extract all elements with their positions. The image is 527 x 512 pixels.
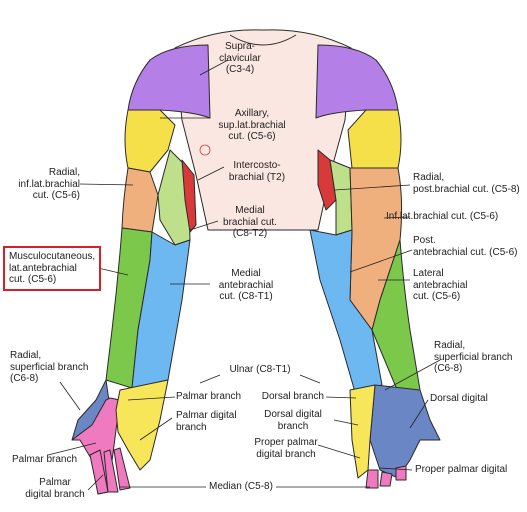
label-ulnar: Ulnar (C8-T1): [229, 364, 291, 375]
label-inf-lat-brachial-right: Inf.lat.brachial cut. (C5-6): [386, 211, 499, 222]
right-axillary-area: [347, 109, 402, 169]
label-ulnar-dorsal-branch: Dorsal branch: [261, 391, 324, 402]
leader-ulnar-palmar: [127, 396, 176, 401]
label-dorsal-digital: Dorsal digital: [430, 393, 488, 404]
label-intercostobrachial: Intercosto-brachial (T2): [228, 160, 286, 183]
right-median-finger-2: [379, 471, 393, 487]
right-ulnar-hand: [349, 384, 376, 479]
leader-ulnar-dorsal-digital: [333, 419, 359, 426]
label-ulnar-palmar-branch: Palmar branch: [176, 391, 242, 402]
left-finger-1: [89, 449, 109, 495]
leader-radial-sup-left: [59, 381, 81, 411]
ulnar-bracket-right: [299, 374, 321, 384]
leader-post-antebrachial: [349, 249, 413, 273]
leader-musculocutaneous: [97, 267, 129, 276]
leader-supraclavicular: [199, 59, 229, 76]
label-post-antebrachial: Post.antebrachial cut. (C5-6): [413, 235, 518, 258]
leader-proper-palmar-digital: [379, 467, 413, 471]
label-radial-post-brachial: Radial,post.brachial cut. (C5-8): [413, 172, 520, 195]
neck-outline: [229, 34, 297, 46]
left-ulnar-hand: [115, 379, 169, 471]
label-radial-superficial-left: Radial,superficial branch(C6-8): [10, 350, 89, 384]
leader-radial-inf-lat: [79, 183, 134, 186]
leader-ulnar-proper: [317, 444, 361, 459]
leader-medial-brachial: [189, 220, 219, 231]
leader-palmar-branch-left: [47, 442, 97, 456]
left-axillary-area: [124, 109, 176, 173]
right-supraclavicular-area: [315, 44, 399, 119]
ulnar-bracket-left: [199, 374, 221, 384]
label-proper-palmar-digital: Proper palmar digital: [415, 464, 508, 475]
left-radial-inf-lat-area: [121, 167, 159, 233]
label-supraclavicular: Supra-clavicular(C3-4): [219, 41, 261, 75]
label-palmar-branch-left: Palmar branch: [12, 454, 78, 465]
left-finger-2: [103, 449, 119, 493]
leader-inf-lat-brachial-right: [383, 216, 411, 219]
left-supraclavicular-area: [127, 44, 211, 119]
left-intercostobrachial-area: [181, 159, 197, 233]
leader-dorsal-digital: [409, 399, 429, 429]
leader-palmar-digital-left: [87, 474, 104, 491]
leader-radial-sup-right: [384, 359, 441, 391]
label-radial-superficial-right: Radial,superficial branch(C6-8): [434, 340, 513, 374]
right-medial-antebrachial-area: [309, 229, 383, 393]
left-finger-3: [113, 447, 131, 491]
leader-ulnar-dorsal: [325, 396, 357, 399]
right-median-finger-1: [365, 469, 379, 489]
leader-intercostobrachial: [197, 166, 225, 181]
right-intercostobrachial-area: [317, 149, 337, 211]
label-median: Median (C5-8): [206, 481, 276, 493]
leader-ulnar-palmar-digital: [139, 417, 173, 441]
torso-marker: [199, 144, 211, 156]
leader-radial-post-brachial: [334, 184, 411, 191]
right-median-finger-3: [395, 465, 407, 481]
